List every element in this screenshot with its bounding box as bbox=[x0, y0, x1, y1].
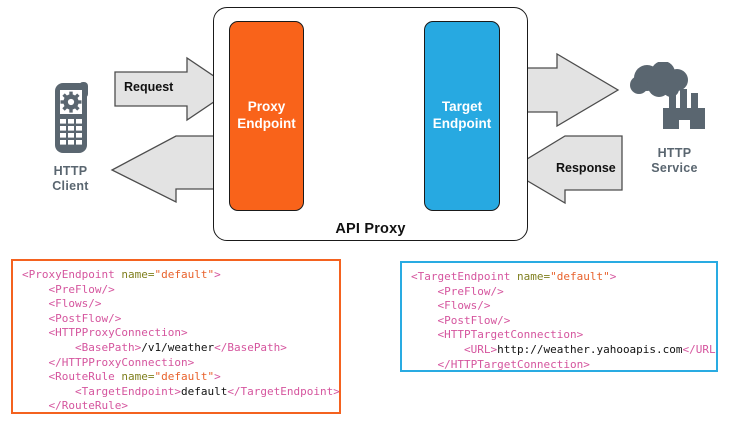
http-client-node: HTTP Client bbox=[33, 82, 108, 194]
api-proxy-label: API Proxy bbox=[335, 221, 406, 237]
target-endpoint-line1: Target bbox=[441, 99, 483, 115]
proxy-endpoint-code-block: <ProxyEndpoint name="default"> <PreFlow/… bbox=[11, 259, 341, 414]
proxy-endpoint-line1: Proxy bbox=[247, 99, 286, 115]
target-endpoint-box[interactable]: Target Endpoint bbox=[424, 21, 500, 211]
proxy-endpoint-box[interactable]: Proxy Endpoint bbox=[229, 21, 304, 211]
target-endpoint-line2: Endpoint bbox=[432, 116, 492, 131]
request-arrow-label: Request bbox=[124, 80, 174, 94]
cloud-factory-icon bbox=[629, 61, 705, 129]
http-service-caption-line1: HTTP bbox=[657, 146, 692, 160]
http-client-caption: HTTP Client bbox=[33, 164, 108, 194]
http-client-caption-line1: HTTP bbox=[53, 164, 88, 178]
proxy-endpoint-code-text: <ProxyEndpoint name="default"> <PreFlow/… bbox=[22, 268, 340, 413]
proxy-to-client-arrow bbox=[110, 135, 229, 204]
mobile-phone-gear-icon bbox=[54, 82, 88, 153]
http-client-caption-line2: Client bbox=[52, 179, 89, 193]
http-service-caption-line2: Service bbox=[651, 161, 698, 175]
http-service-node: HTTP Service bbox=[622, 61, 727, 176]
response-arrow-label: Response bbox=[556, 161, 616, 175]
proxy-endpoint-line2: Endpoint bbox=[237, 116, 296, 131]
target-endpoint-code-block: <TargetEndpoint name="default"> <PreFlow… bbox=[400, 261, 718, 372]
http-service-caption: HTTP Service bbox=[622, 146, 727, 176]
target-endpoint-code-text: <TargetEndpoint name="default"> <PreFlow… bbox=[411, 270, 716, 371]
